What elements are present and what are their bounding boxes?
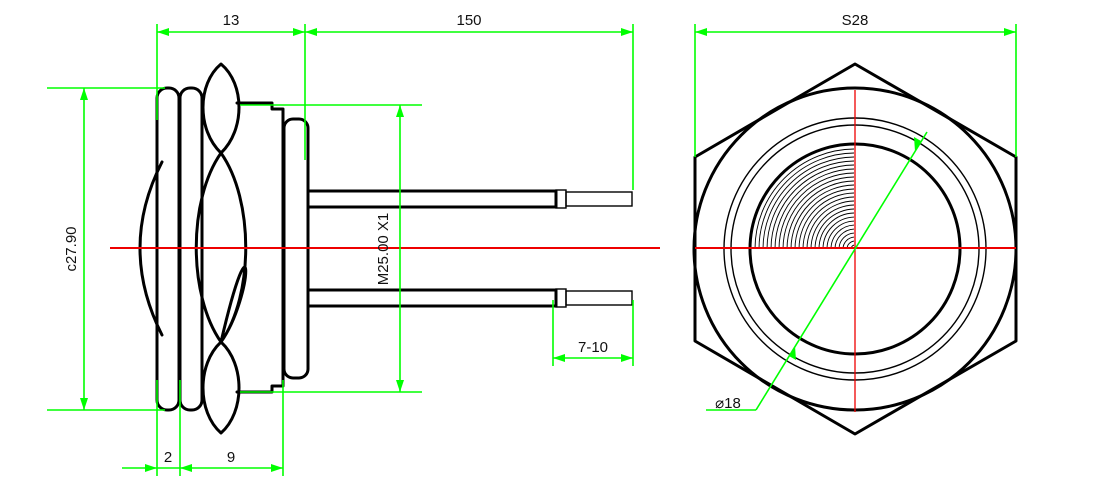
label-2: 2 [164, 449, 172, 466]
pin-bottom [306, 288, 558, 308]
front-dimensions [694, 24, 1017, 411]
label-7-10: 7-10 [578, 339, 608, 356]
label-9: 9 [227, 449, 235, 466]
label-s28: S28 [842, 12, 869, 29]
dim-d18-leader [755, 131, 928, 411]
label-13: 13 [223, 12, 240, 29]
label-c2790: c27.90 [63, 226, 80, 271]
nut-bottom-lobe [201, 340, 241, 435]
pin-top [306, 189, 558, 209]
pin-bottom-tip [565, 290, 633, 306]
pin-top-tip [565, 191, 633, 207]
side-dimensions [47, 24, 634, 476]
nut-middle-lobe [194, 151, 248, 344]
label-150: 150 [456, 12, 481, 29]
label-m25: M25.00 X1 [375, 213, 392, 286]
nut-top-lobe [201, 62, 241, 155]
label-d18: ⌀18 [715, 395, 741, 412]
